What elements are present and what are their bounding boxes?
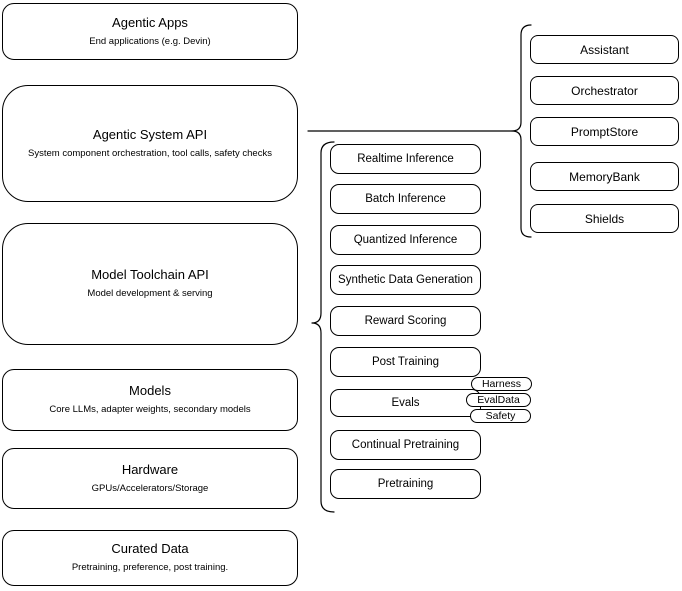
toolchain-component-evals: Evals [330, 389, 481, 417]
layer-model-toolchain-api: Model Toolchain API Model development & … [2, 223, 298, 345]
evals-tag-harness: Harness [471, 377, 532, 391]
layer-hardware: Hardware GPUs/Accelerators/Storage [2, 448, 298, 509]
layer-title: Agentic Apps [112, 14, 188, 30]
toolchain-component-pretraining: Pretraining [330, 469, 481, 499]
system-component-promptstore: PromptStore [530, 117, 679, 146]
system-component-assistant: Assistant [530, 35, 679, 64]
layer-agentic-apps: Agentic Apps End applications (e.g. Devi… [2, 3, 298, 60]
layer-subtitle: Core LLMs, adapter weights, secondary mo… [49, 404, 251, 416]
layer-title: Hardware [121, 461, 179, 477]
evals-tag-evaldata: EvalData [466, 393, 531, 407]
layer-title: Model Toolchain API [91, 267, 209, 283]
layer-agentic-system-api: Agentic System API System component orch… [2, 85, 298, 202]
system-component-shields: Shields [530, 204, 679, 233]
layer-title: Models [129, 383, 171, 399]
system-component-orchestrator: Orchestrator [530, 76, 679, 105]
evals-tag-safety: Safety [470, 409, 531, 423]
toolchain-component-realtime-inference: Realtime Inference [330, 144, 481, 174]
layer-subtitle: System component orchestration, tool cal… [28, 147, 272, 159]
layer-title: Curated Data [111, 541, 189, 557]
system-component-memorybank: MemoryBank [530, 162, 679, 191]
layer-subtitle: Model development & serving [87, 288, 213, 300]
toolchain-component-quantized-inference: Quantized Inference [330, 225, 481, 255]
layer-curated-data: Curated Data Pretraining, preference, po… [2, 530, 298, 586]
layer-title: Agentic System API [92, 126, 208, 142]
layer-subtitle: Pretraining, preference, post training. [71, 562, 229, 574]
toolchain-component-continual-pretraining: Continual Pretraining [330, 430, 481, 460]
toolchain-component-batch-inference: Batch Inference [330, 184, 481, 214]
toolchain-component-post-training: Post Training [330, 347, 481, 377]
toolchain-component-synthetic-data-generation: Synthetic Data Generation [330, 265, 481, 295]
toolchain-component-reward-scoring: Reward Scoring [330, 306, 481, 336]
layer-subtitle: GPUs/Accelerators/Storage [91, 482, 209, 494]
system-components-brace [511, 24, 532, 238]
layer-subtitle: End applications (e.g. Devin) [89, 35, 211, 47]
layer-models: Models Core LLMs, adapter weights, secon… [2, 369, 298, 431]
